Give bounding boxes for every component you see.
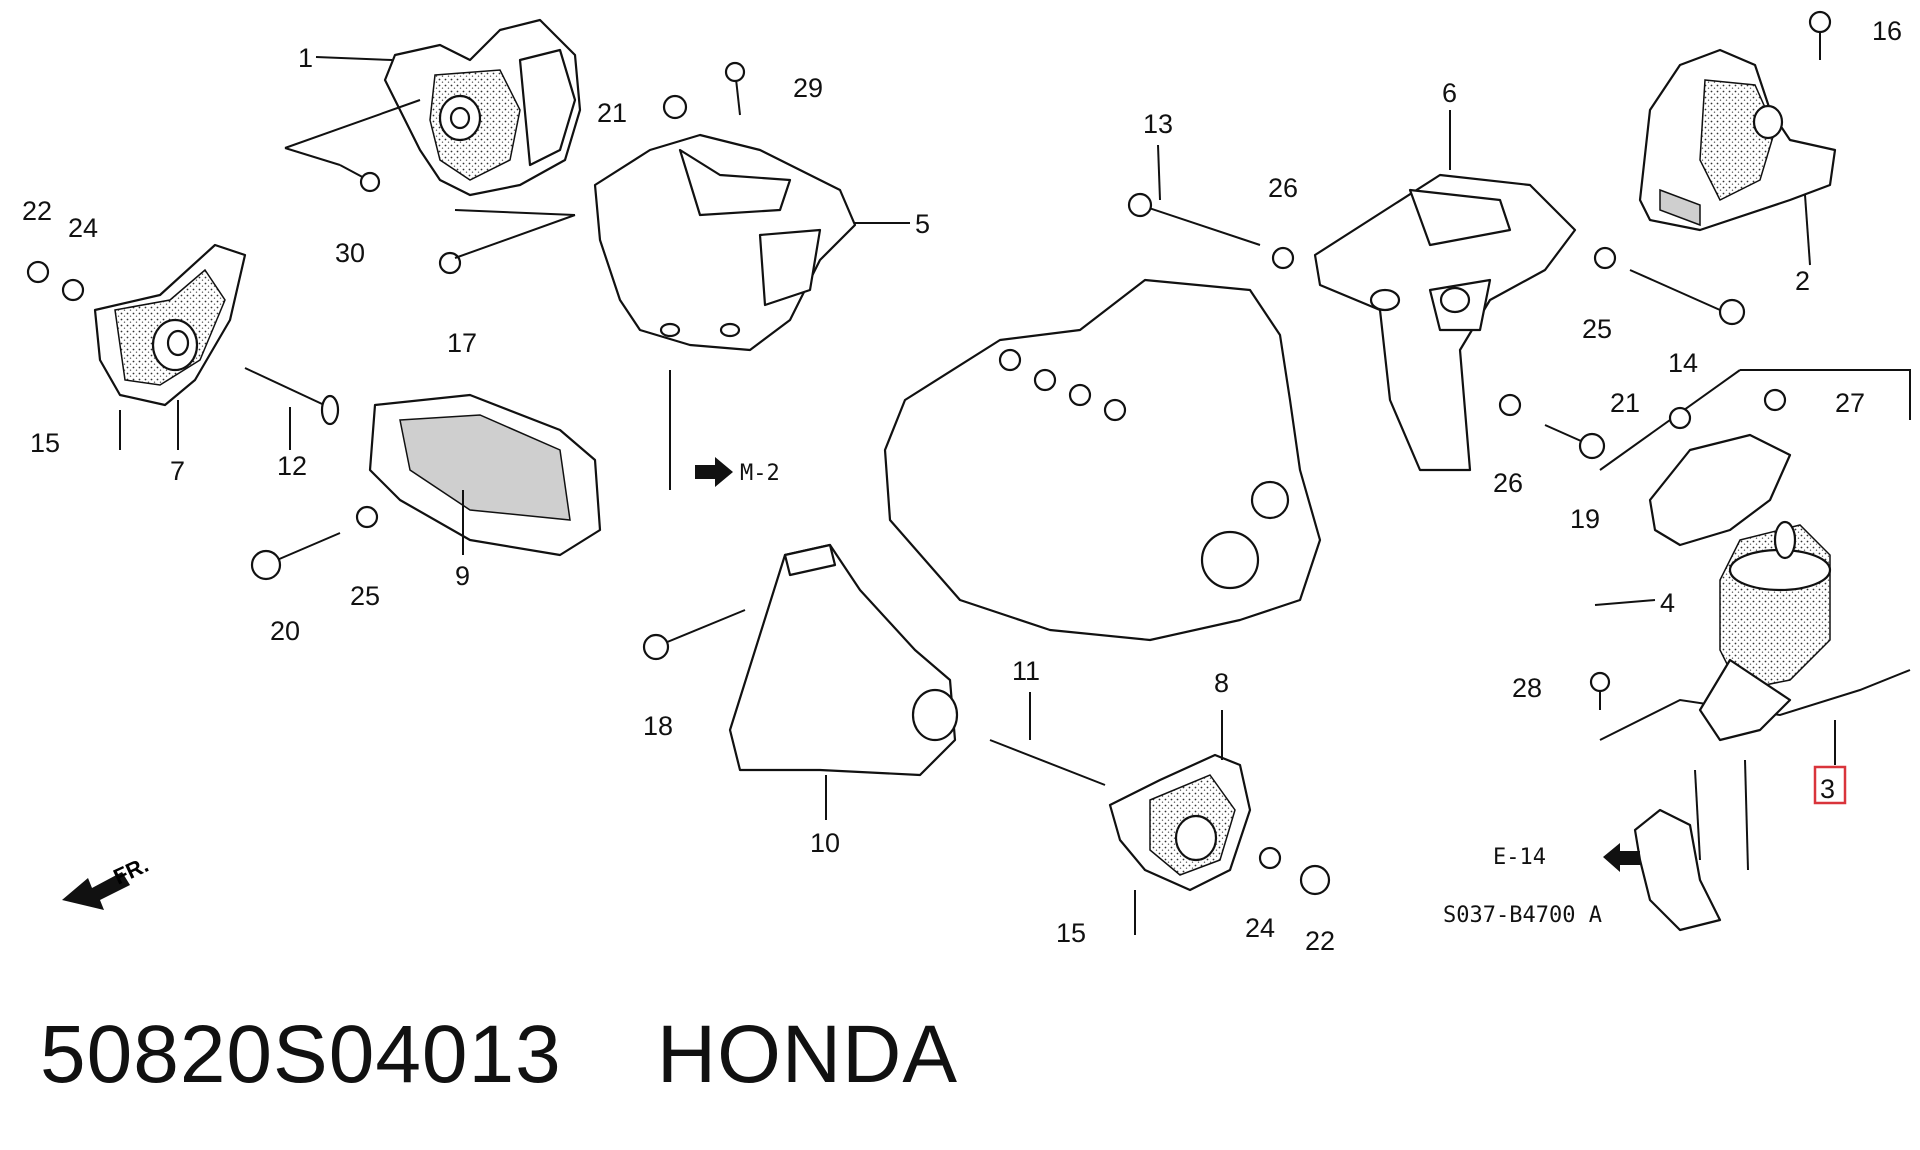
callout-20: 20: [270, 616, 300, 646]
callout-4: 4: [1660, 588, 1675, 618]
callout-18: 18: [643, 711, 673, 741]
callout-13: 13: [1143, 109, 1173, 139]
callout-8: 8: [1214, 668, 1229, 698]
fastener-bolts: [26, 10, 1832, 935]
callout-25-left: 25: [350, 581, 380, 611]
front-direction-indicator: FR.: [62, 852, 152, 910]
callout-3: 3: [1820, 774, 1835, 804]
part-4-mount-assembly[interactable]: [1599, 369, 1911, 742]
callout-24-lower: 24: [1245, 913, 1275, 943]
callout-14: 14: [1668, 348, 1698, 378]
e14-bracket: [1633, 759, 1749, 932]
callout-21-right: 21: [1610, 388, 1640, 418]
callout-22-left: 22: [22, 196, 52, 226]
part-7-mount[interactable]: [93, 243, 247, 407]
callout-21-top: 21: [597, 98, 627, 128]
callout-12: 12: [277, 451, 307, 481]
callout-25-right: 25: [1582, 314, 1612, 344]
callout-30: 30: [335, 238, 365, 268]
part-10-bracket[interactable]: [728, 543, 959, 777]
e14-label: E-14: [1493, 845, 1546, 870]
callout-7: 7: [170, 456, 185, 486]
part-6-bracket[interactable]: [1313, 173, 1577, 472]
callout-28: 28: [1512, 673, 1542, 703]
part-5-bracket[interactable]: [593, 133, 857, 352]
part-1-mount[interactable]: [383, 18, 582, 197]
callout-3-highlight[interactable]: 3: [1813, 765, 1847, 805]
part-number: 50820S04013: [40, 1009, 562, 1100]
callout-9: 9: [455, 561, 470, 591]
callout-1: 1: [298, 43, 313, 73]
part-2-mount[interactable]: [1638, 48, 1837, 232]
callout-19: 19: [1570, 504, 1600, 534]
drawing-code: S037-B4700 A: [1443, 903, 1602, 928]
part-number-caption: 50820S04013 HONDA: [40, 1008, 958, 1102]
callout-15-lower: 15: [1056, 918, 1086, 948]
part-9-bracket[interactable]: [368, 393, 602, 557]
callout-11: 11: [1012, 656, 1040, 686]
callout-2: 2: [1795, 266, 1810, 296]
callout-10: 10: [810, 828, 840, 858]
callout-6: 6: [1442, 78, 1457, 108]
callout-16: 16: [1872, 16, 1902, 46]
callout-15-left: 15: [30, 428, 60, 458]
callout-26-top: 26: [1268, 173, 1298, 203]
callout-24-left: 24: [68, 213, 98, 243]
e14-reference[interactable]: E-14: [1493, 843, 1640, 872]
leader-lines: [177, 56, 1836, 820]
engine-block: [883, 278, 1322, 642]
callout-27: 27: [1835, 388, 1865, 418]
callout-17: 17: [447, 328, 477, 358]
brand-name: HONDA: [656, 1009, 959, 1100]
callout-22-lower: 22: [1305, 926, 1335, 956]
m2-reference[interactable]: M-2: [695, 457, 780, 487]
callout-labels: 1 2 4 5 6 7 8 9 10 11 12 13 14 15 15 16 …: [22, 16, 1902, 956]
callout-29: 29: [793, 73, 823, 103]
callout-26-mid: 26: [1493, 468, 1523, 498]
part-8-mount[interactable]: [1108, 753, 1252, 892]
callout-5: 5: [915, 209, 930, 239]
m2-label: M-2: [740, 461, 780, 486]
